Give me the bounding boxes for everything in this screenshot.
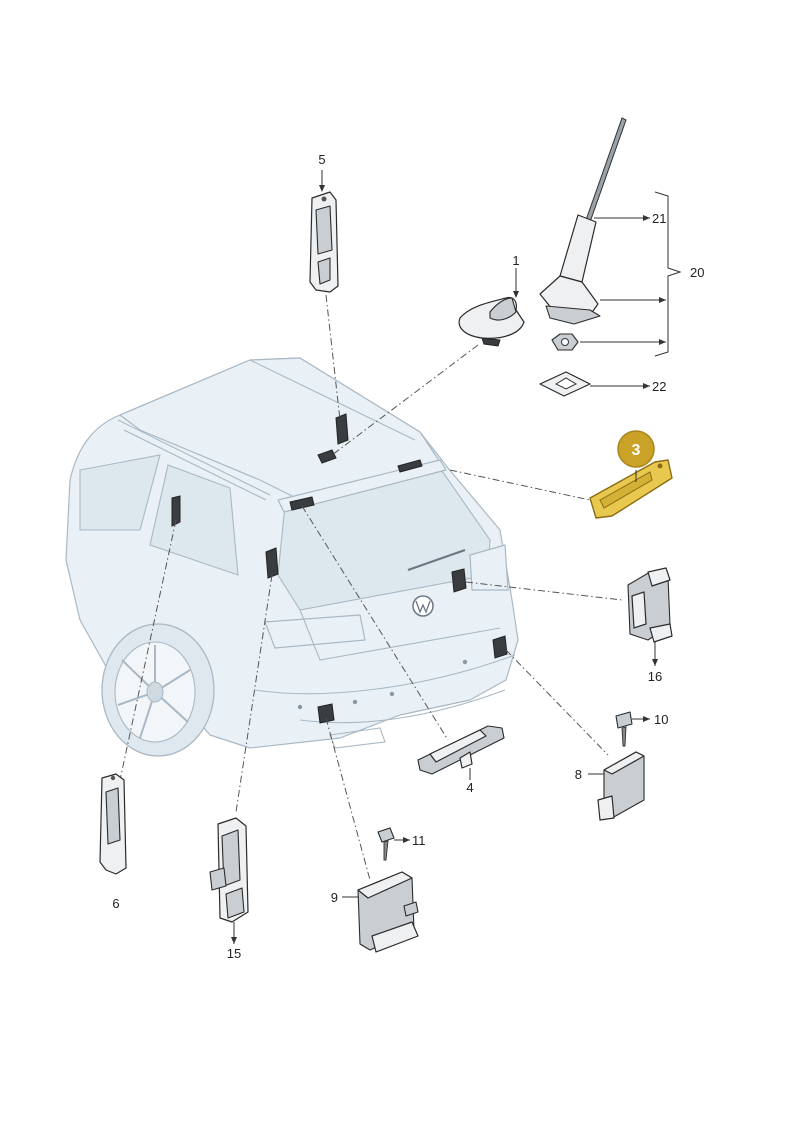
callout-15[interactable]: 15	[227, 946, 241, 961]
vehicle-illustration	[65, 357, 519, 757]
callout-4[interactable]: 4	[466, 780, 473, 795]
arrow-heads	[231, 185, 666, 944]
callout-1[interactable]: 1	[512, 253, 519, 268]
part-11-screw	[377, 827, 395, 861]
part-4-flat-amplifier	[417, 725, 505, 775]
part-16-connector-module	[627, 567, 673, 643]
callout-22[interactable]: 22	[652, 379, 666, 394]
antenna-nut	[551, 333, 579, 351]
callout-9[interactable]: 9	[331, 890, 338, 905]
part-10-bolt	[615, 711, 633, 747]
callout-11[interactable]: 11	[412, 833, 426, 848]
callout-labels: 5 1 21 20 22 16 4 10 8 6 11 9 15 3	[112, 152, 704, 961]
part-20-rod-antenna	[539, 117, 627, 325]
part-15-antenna-module	[209, 817, 249, 923]
part-8-control-unit	[597, 751, 645, 821]
callout-10[interactable]: 10	[654, 712, 668, 727]
part-22-seal-pad	[539, 371, 591, 397]
callout-21[interactable]: 21	[652, 211, 666, 226]
callout-3-badge-circle	[617, 430, 655, 468]
callout-3-badge[interactable]: 3	[617, 430, 655, 468]
callout-8[interactable]: 8	[575, 767, 582, 782]
callout-16[interactable]: 16	[648, 669, 662, 684]
connection-lines	[119, 294, 623, 881]
callout-3[interactable]: 3	[632, 442, 641, 459]
part-5-antenna-bracket	[309, 191, 339, 293]
callout-20[interactable]: 20	[690, 265, 704, 280]
callout-6[interactable]: 6	[112, 896, 119, 911]
part-9-control-unit	[357, 871, 419, 953]
part-1-shark-fin-antenna	[458, 296, 525, 347]
part-3-antenna-amplifier	[589, 459, 673, 519]
part-6-antenna-bracket	[99, 773, 127, 875]
callout-5[interactable]: 5	[318, 152, 325, 167]
